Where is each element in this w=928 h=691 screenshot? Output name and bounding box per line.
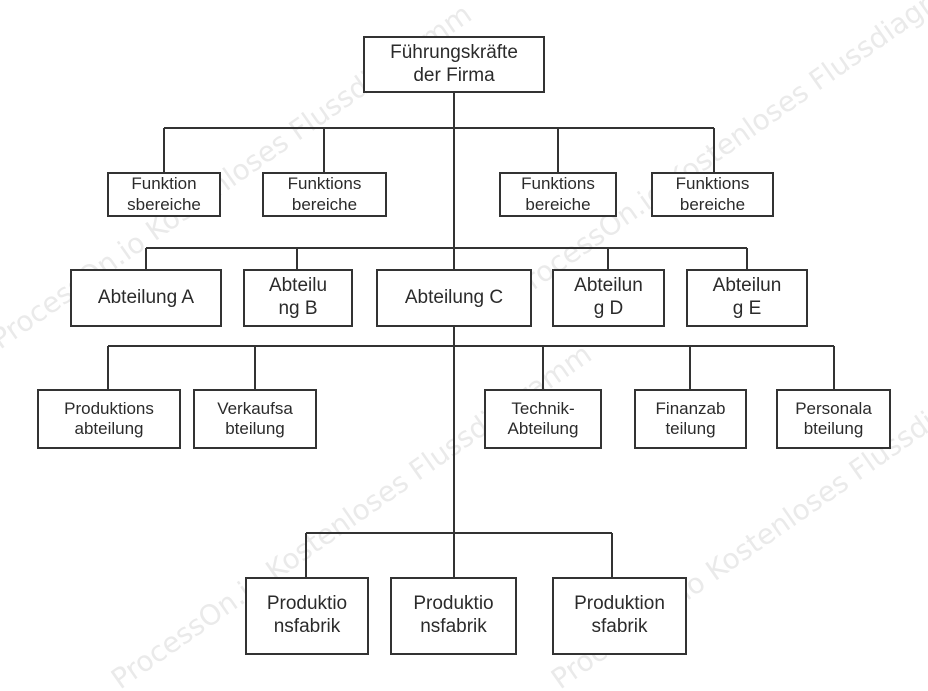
node-department-c[interactable]: Abteilung C: [376, 269, 532, 327]
node-sub-department-technical[interactable]: Technik- Abteilung: [484, 389, 602, 449]
node-sub-department-sales[interactable]: Verkaufsa bteilung: [193, 389, 317, 449]
node-label: Produktio nsfabrik: [266, 593, 348, 637]
node-root[interactable]: Führungskräfte der Firma: [363, 36, 545, 93]
node-label: Produktions abteilung: [64, 398, 154, 438]
node-label: Funktions bereiche: [287, 174, 362, 214]
node-sub-department-personnel[interactable]: Personala bteilung: [776, 389, 891, 449]
node-label: Technik- Abteilung: [507, 398, 579, 438]
node-label: Produktion sfabrik: [574, 593, 665, 637]
node-label: Verkaufsa bteilung: [217, 398, 293, 438]
node-label: Funktion sbereiche: [127, 174, 201, 214]
node-function-1[interactable]: Funktion sbereiche: [107, 172, 221, 217]
node-label: Produktio nsfabrik: [413, 593, 494, 637]
node-label: Personala bteilung: [795, 398, 872, 438]
node-label: Abteilun g D: [574, 275, 643, 319]
node-factory-3[interactable]: Produktion sfabrik: [552, 577, 687, 655]
node-function-4[interactable]: Funktions bereiche: [651, 172, 774, 217]
node-factory-2[interactable]: Produktio nsfabrik: [390, 577, 517, 655]
node-department-e[interactable]: Abteilun g E: [686, 269, 808, 327]
node-label: Funktions bereiche: [521, 174, 595, 214]
node-label: Finanzab teilung: [655, 398, 726, 438]
node-label: Führungskräfte der Firma: [390, 41, 518, 86]
node-label: Abteilun g E: [712, 275, 782, 319]
node-department-a[interactable]: Abteilung A: [70, 269, 222, 327]
node-label: Abteilu ng B: [268, 275, 328, 319]
node-label: Funktions bereiche: [675, 174, 750, 214]
node-factory-1[interactable]: Produktio nsfabrik: [245, 577, 369, 655]
node-sub-department-finance[interactable]: Finanzab teilung: [634, 389, 747, 449]
node-department-d[interactable]: Abteilun g D: [552, 269, 665, 327]
node-label: Abteilung A: [97, 286, 195, 308]
node-function-3[interactable]: Funktions bereiche: [499, 172, 617, 217]
node-label: Abteilung C: [404, 286, 504, 308]
node-sub-department-production[interactable]: Produktions abteilung: [37, 389, 181, 449]
node-department-b[interactable]: Abteilu ng B: [243, 269, 353, 327]
node-function-2[interactable]: Funktions bereiche: [262, 172, 387, 217]
